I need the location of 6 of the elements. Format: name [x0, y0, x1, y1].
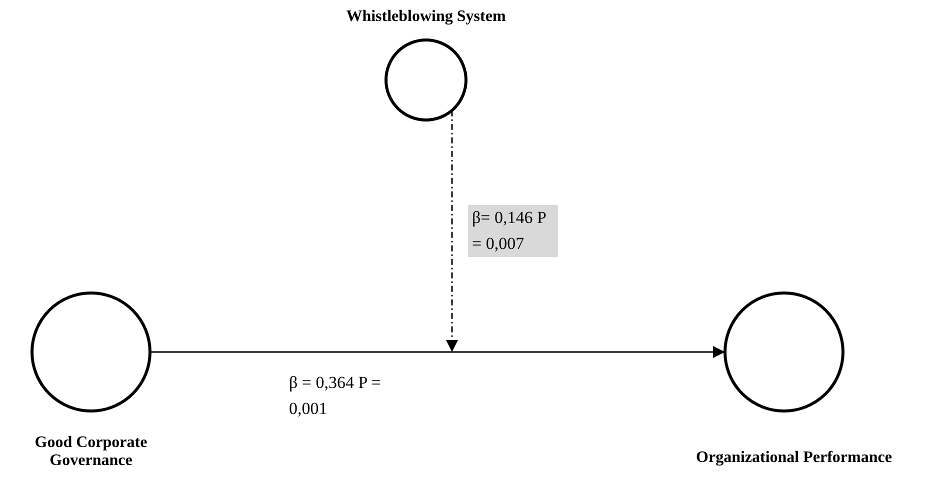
arrow — [150, 346, 725, 358]
variable-name: Organizational Performance — [695, 449, 893, 467]
variable-name: Good Corporate Governance — [34, 434, 148, 470]
edge-label: β= 0,146 P = 0,007 — [468, 205, 558, 257]
dashed-arrow — [446, 110, 458, 352]
variable-name: Whistleblowing System — [345, 8, 507, 26]
